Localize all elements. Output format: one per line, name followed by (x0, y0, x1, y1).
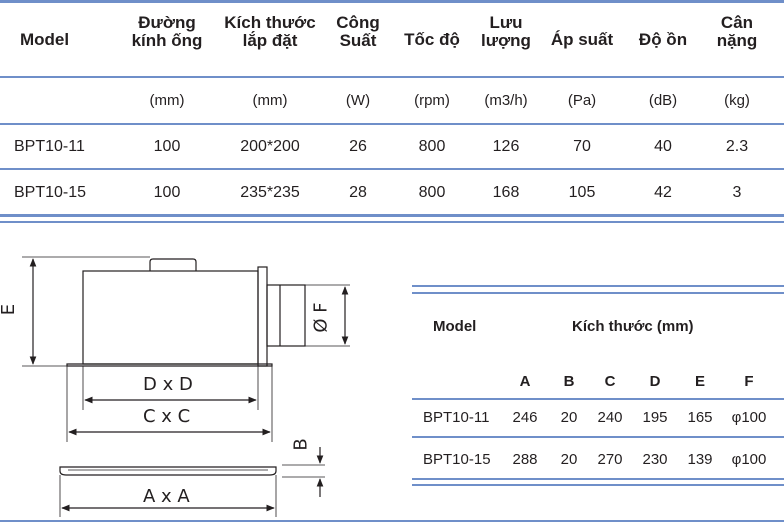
table-cell: 28 (349, 184, 367, 201)
dim-col-c: C (604, 373, 616, 390)
fan-flange (257, 266, 268, 367)
table-cell: 26 (349, 138, 367, 155)
dim-cell: 230 (642, 451, 668, 468)
unit-cell: (mm) (252, 92, 288, 109)
table-cell: 3 (732, 184, 742, 201)
fan-dimension-diagram: E Ø F D x D C x C B A x A (0, 235, 400, 524)
header-cong-suat: Công Suất (336, 13, 380, 50)
dim-col-a: A (519, 373, 531, 390)
header-duong-kinh: Đường kính ống (131, 13, 203, 50)
header-do-on: Độ ồn (638, 30, 688, 49)
dim-col-b: B (563, 373, 575, 390)
dim-cell: 246 (512, 409, 538, 426)
table-cell: 70 (573, 138, 591, 155)
header-toc-do: Tốc độ (404, 30, 460, 49)
unit-cell: (W) (345, 92, 371, 109)
unit-cell: (m3/h) (484, 92, 528, 109)
dim-bottom-rule-2 (412, 484, 784, 486)
dim-header-size: Kích thước (mm) (572, 318, 694, 335)
dim-header-model: Model (433, 318, 477, 335)
dim-row-model: BPT10-11 (423, 409, 490, 426)
table-cell: 40 (654, 138, 672, 155)
header-model: Model (20, 30, 70, 49)
dim-top-rule (412, 285, 784, 287)
dim-top-rule-2 (412, 292, 784, 294)
table-cell: 235*235 (240, 184, 300, 201)
label-a: A x A (143, 486, 190, 507)
dimension-table: Model Kích thước (mm) A B C D E F BPT10-… (412, 285, 784, 490)
unit-cell: (Pa) (567, 92, 597, 109)
bottom-rule-thin (0, 221, 784, 223)
top-rule (0, 0, 784, 3)
table-cell: 168 (492, 184, 520, 201)
fan-body (82, 270, 259, 365)
dim-col-d: D (649, 373, 661, 390)
unit-cell: (mm) (149, 92, 185, 109)
table-cell: 800 (418, 138, 446, 155)
dim-col-e: E (694, 373, 706, 390)
table-cell: 100 (153, 184, 181, 201)
dim-row-rule (412, 436, 784, 438)
header-can-nang: Cân nặng (716, 13, 758, 50)
label-d: D x D (143, 374, 193, 395)
dim-cell: 288 (512, 451, 538, 468)
row-model: BPT10-15 (14, 184, 87, 201)
fan-base (66, 363, 273, 367)
dim-header-rule (412, 398, 784, 400)
dim-cell: 195 (642, 409, 668, 426)
table-cell: 42 (654, 184, 672, 201)
header-rule (0, 76, 784, 78)
dim-cell: 240 (597, 409, 623, 426)
label-c: C x C (143, 406, 191, 427)
label-b: B (290, 438, 312, 451)
unit-cell: (rpm) (414, 92, 450, 109)
header-luu-luong: Lưu lượng (481, 13, 531, 50)
page-bottom-rule (0, 520, 784, 522)
row-model: BPT10-11 (14, 138, 85, 155)
header-kich-thuoc: Kích thước lắp đặt (224, 13, 316, 50)
spec-header-row: Model Đường kính ống Kích thước lắp đặt … (0, 14, 784, 76)
table-cell: 105 (568, 184, 596, 201)
fan-top-bump (149, 258, 197, 271)
dim-col-f: F (744, 373, 754, 390)
label-e: E (0, 303, 20, 316)
bottom-rule (0, 214, 784, 217)
row-rule (0, 168, 784, 170)
dim-cell: φ100 (731, 409, 767, 426)
unit-cell: (dB) (648, 92, 678, 109)
dim-cell: 20 (560, 409, 578, 426)
table-cell: 2.3 (725, 138, 749, 155)
dim-cell: 165 (687, 409, 713, 426)
grille-panel (59, 466, 277, 476)
table-cell: 100 (153, 138, 181, 155)
fan-outlet (266, 284, 306, 347)
dim-cell: 20 (560, 451, 578, 468)
fan-drawing (22, 256, 350, 517)
table-cell: 126 (492, 138, 520, 155)
unit-cell: (kg) (724, 92, 750, 109)
dim-cell: φ100 (731, 451, 767, 468)
table-cell: 800 (418, 184, 446, 201)
dim-cell: 270 (597, 451, 623, 468)
table-cell: 200*200 (240, 138, 300, 155)
dim-bottom-rule (412, 478, 784, 480)
dim-row-model: BPT10-15 (423, 451, 491, 468)
units-rule (0, 123, 784, 125)
label-f: Ø F (310, 302, 332, 333)
header-ap-suat: Áp suất (550, 30, 614, 49)
dim-cell: 139 (687, 451, 713, 468)
